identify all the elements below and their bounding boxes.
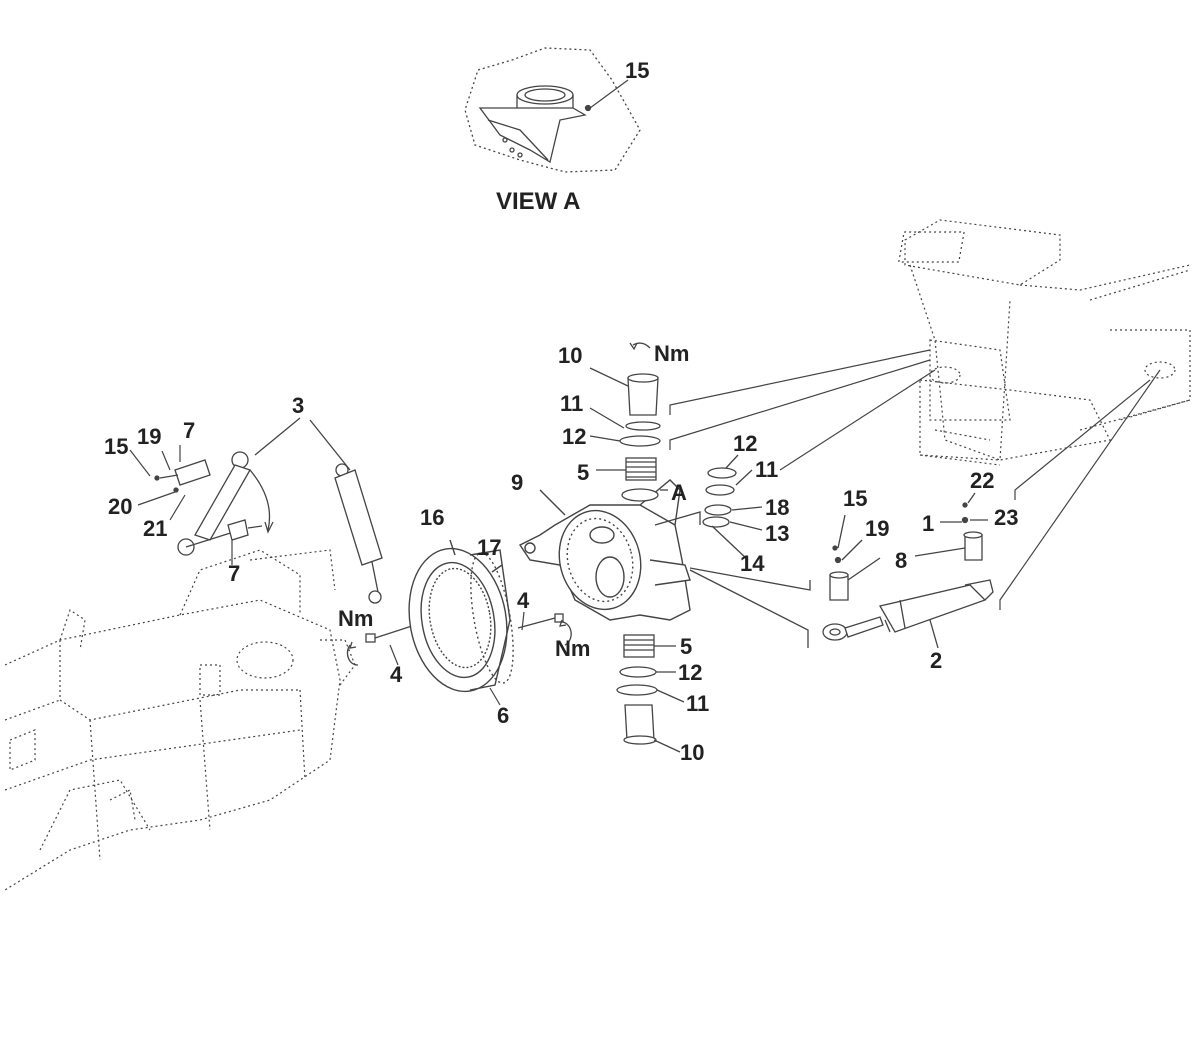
callout-10-top: 10 <box>558 343 583 368</box>
cylinder-bracket <box>154 417 301 556</box>
callout-19-left: 19 <box>137 424 162 449</box>
callout-14: 14 <box>740 551 765 576</box>
callout-5-bottom: 5 <box>680 634 693 659</box>
cylinder-3 <box>309 419 383 604</box>
steering-cylinder-2 <box>689 567 994 649</box>
slew-bearing <box>408 539 514 693</box>
washer-stack <box>654 454 763 561</box>
misc-leaders <box>129 445 525 706</box>
callout-19-right: 19 <box>865 516 890 541</box>
callout-22: 22 <box>970 468 995 493</box>
callout-18: 18 <box>765 495 790 520</box>
pins-8 <box>829 492 988 601</box>
callout-9: 9 <box>511 470 524 495</box>
callout-15-view-a: 15 <box>625 58 650 83</box>
callout-7-bottom: 7 <box>228 561 241 586</box>
callout-16: 16 <box>420 505 445 530</box>
callout-11-bottom: 11 <box>686 691 710 716</box>
callout-12-top: 12 <box>562 424 587 449</box>
callout-4-left: 4 <box>390 662 403 687</box>
view-a-title: VIEW A <box>496 188 581 215</box>
callout-20: 20 <box>108 494 133 519</box>
callout-15-right: 15 <box>843 486 868 511</box>
callout-13: 13 <box>765 521 790 546</box>
callout-4-right: 4 <box>517 588 530 613</box>
view-a-inset <box>464 47 641 173</box>
bolts-4 <box>346 613 572 666</box>
callout-2: 2 <box>930 648 943 673</box>
kingpin-bottom <box>616 634 685 753</box>
callout-12-right: 12 <box>733 431 758 456</box>
callout-10-bottom: 10 <box>680 740 705 765</box>
torque-label-right: Nm <box>555 636 591 661</box>
callout-11-top: 11 <box>560 391 584 416</box>
callout-11-right: 11 <box>755 457 779 482</box>
frame-leaders <box>669 349 1161 610</box>
callout-21: 21 <box>143 516 168 541</box>
torque-label-top: Nm <box>654 341 690 366</box>
callout-1: 1 <box>922 511 935 536</box>
steering-knuckle <box>518 479 691 621</box>
callout-7-top: 7 <box>183 418 196 443</box>
callout-6: 6 <box>497 703 510 728</box>
callout-5-top: 5 <box>577 460 590 485</box>
callout-23: 23 <box>994 505 1019 530</box>
callout-17: 17 <box>477 535 502 560</box>
callout-15-left: 15 <box>104 434 129 459</box>
kingpin-top <box>589 342 668 502</box>
callout-8: 8 <box>895 548 908 573</box>
axle-frame <box>898 219 1191 466</box>
torque-label-left: Nm <box>338 606 374 631</box>
chassis-frame <box>4 549 356 891</box>
view-ref-a: A <box>671 480 687 505</box>
callout-12-bottom: 12 <box>678 660 703 685</box>
callout-3: 3 <box>292 393 305 418</box>
